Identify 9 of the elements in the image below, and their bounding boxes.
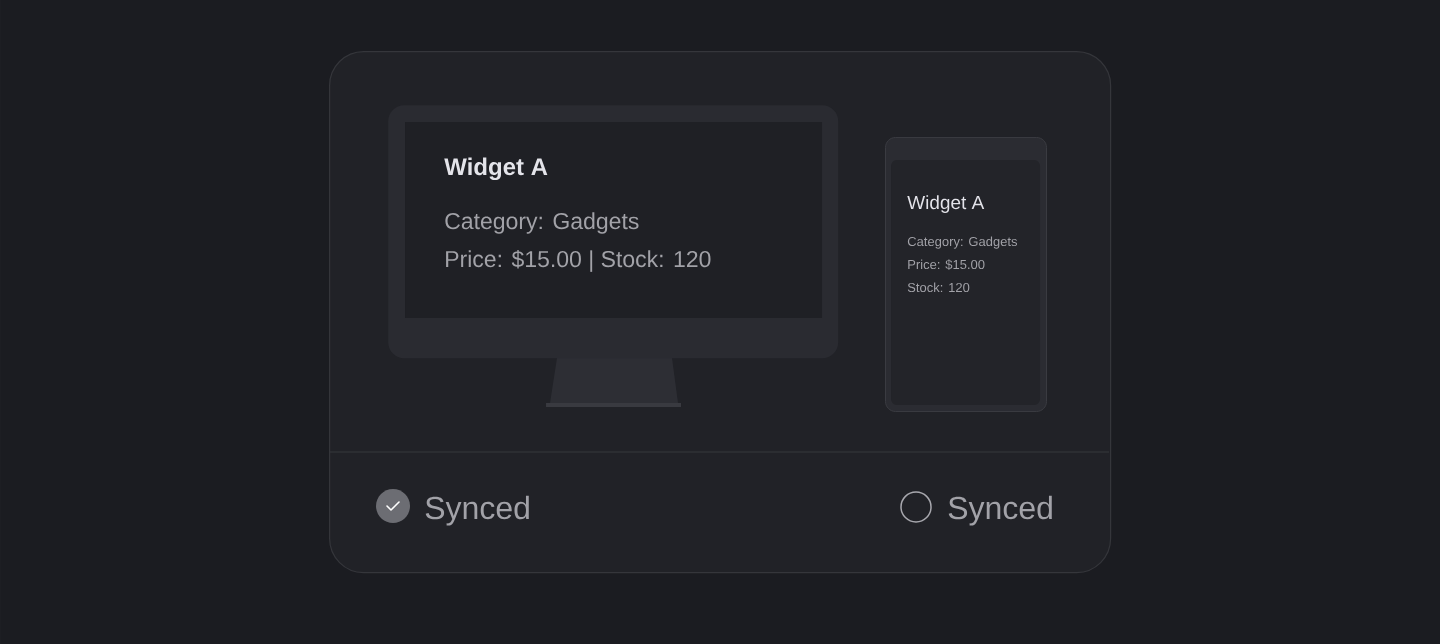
product-detail: Category: Gadgets — [907, 236, 1018, 249]
product-title: Widget A — [907, 195, 985, 213]
product-detail: Price: $15.00 — [908, 259, 985, 270]
status-text: Synced — [425, 495, 529, 526]
product-detail: Price: $15.00 | Stock: 120 — [446, 249, 711, 272]
status-text: Synced — [948, 495, 1052, 526]
product-detail: Category: Gadgets — [445, 212, 639, 234]
product-title: Widget A — [444, 157, 548, 181]
product-detail: Stock: 120 — [907, 282, 970, 293]
